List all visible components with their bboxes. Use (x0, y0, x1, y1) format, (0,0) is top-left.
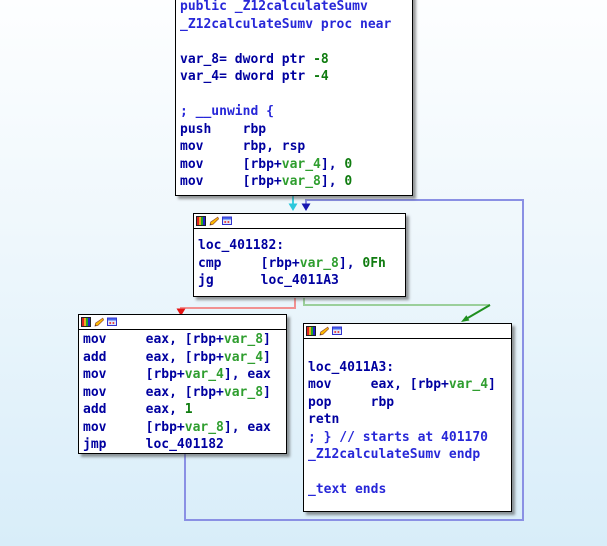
edge-loopback-body-to-loc401182 (184, 199, 524, 521)
asm-line[interactable]: retn (308, 412, 340, 427)
asm-line[interactable]: mov rbp, rsp (180, 139, 306, 154)
asm-line[interactable]: cmp [rbp+var_8], 0Fh (198, 255, 386, 271)
edit-pencil-icon[interactable] (209, 216, 219, 226)
node-color-palette-icon[interactable] (81, 317, 91, 327)
asm-code: loc_4011A3:mov eax, [rbp+var_4]pop rbp re… (304, 339, 511, 501)
edge-entry-to-loc401182 (288, 196, 298, 211)
asm-line[interactable]: jmp loc_401182 (83, 437, 224, 452)
asm-code: loc_401182:cmp [rbp+var_8], 0Fh jg loc_40… (194, 229, 405, 292)
asm-line[interactable]: _Z12calculateSumv proc near (180, 16, 392, 32)
basic-block-loop-body[interactable]: mov eax, [rbp+var_8]add eax, [rbp+var_4]… (78, 314, 287, 454)
frame-window-icon[interactable] (222, 216, 232, 226)
asm-line[interactable]: mov eax, [rbp+var_4] (308, 377, 496, 392)
asm-line[interactable]: mov [rbp+var_4], 0 (180, 156, 353, 172)
asm-line[interactable]: add eax, 1 (83, 402, 193, 417)
asm-line[interactable]: ; } // starts at 401170 (308, 429, 489, 445)
asm-line[interactable]: pop rbp (308, 394, 395, 410)
asm-line[interactable]: loc_401182: (198, 238, 285, 253)
edit-pencil-icon[interactable] (319, 326, 329, 336)
node-color-palette-icon[interactable] (196, 216, 206, 226)
asm-line[interactable]: loc_4011A3: (308, 359, 395, 375)
node-titlebar (304, 324, 511, 339)
asm-code: public _Z12calculateSumv _Z12calculateSum… (176, 0, 412, 193)
basic-block-loc401182[interactable]: loc_401182:cmp [rbp+var_8], 0Fh jg loc_40… (193, 213, 406, 297)
asm-code: mov eax, [rbp+var_8]add eax, [rbp+var_4]… (79, 330, 286, 453)
asm-line[interactable]: mov eax, [rbp+var_8] (83, 384, 271, 400)
asm-line[interactable] (180, 86, 408, 104)
asm-line[interactable]: var_4= dword ptr -4 (180, 69, 329, 84)
asm-line[interactable]: _Z12calculateSumv endp (308, 447, 481, 462)
edit-pencil-icon[interactable] (94, 317, 104, 327)
asm-line[interactable]: ; __unwind { (180, 104, 274, 119)
asm-line[interactable]: mov [rbp+var_8], 0 (180, 174, 353, 189)
asm-line[interactable] (308, 464, 507, 482)
asm-line[interactable]: mov [rbp+var_8], eax (83, 419, 271, 435)
asm-line[interactable]: push rbp (180, 121, 267, 137)
node-titlebar (79, 315, 286, 330)
asm-line[interactable]: mov eax, [rbp+var_8] (83, 332, 271, 347)
frame-window-icon[interactable] (107, 317, 117, 327)
asm-line[interactable] (180, 33, 408, 51)
basic-block-loc4011A3[interactable]: loc_4011A3:mov eax, [rbp+var_4]pop rbp re… (303, 323, 512, 512)
basic-block-entry[interactable]: public _Z12calculateSumv _Z12calculateSum… (175, 0, 413, 196)
edge-loc401182-to-body (176, 298, 296, 316)
asm-line[interactable]: public _Z12calculateSumv (180, 0, 368, 14)
asm-line[interactable]: jg loc_4011A3 (198, 273, 339, 288)
asm-line[interactable]: var_8= dword ptr -8 (180, 51, 329, 67)
asm-line[interactable] (308, 341, 507, 359)
asm-line[interactable]: mov [rbp+var_4], eax (83, 367, 271, 382)
edge-loc401182-to-exit (303, 298, 491, 322)
asm-line[interactable]: _text ends (308, 482, 387, 497)
node-titlebar (194, 214, 405, 229)
asm-line[interactable]: add eax, [rbp+var_4] (83, 349, 271, 365)
node-color-palette-icon[interactable] (306, 326, 316, 336)
frame-window-icon[interactable] (332, 326, 342, 336)
